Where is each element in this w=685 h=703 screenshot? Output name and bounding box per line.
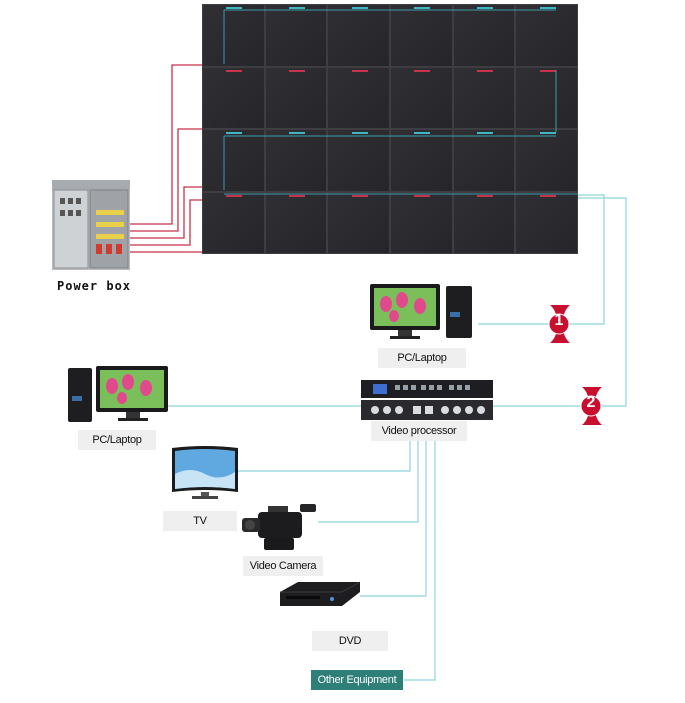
cabinet-marker (476, 7, 493, 9)
video-processor-device (361, 380, 493, 426)
cabinet-marker (351, 132, 368, 134)
led-screen-wall (202, 4, 578, 254)
led-cabinet (515, 129, 578, 192)
led-cabinet (327, 191, 390, 254)
dvd-label: DVD (312, 631, 388, 651)
pc-laptop-top-computer (368, 282, 476, 342)
cabinet-marker (226, 7, 243, 9)
led-cabinet (390, 66, 453, 129)
led-cabinet (264, 129, 328, 192)
led-cabinet (327, 4, 390, 67)
cabinet-marker (539, 194, 556, 197)
screen-internal-wiring (223, 9, 578, 195)
pc-laptop-left-computer (66, 364, 170, 426)
led-cabinet (515, 4, 578, 67)
cabinet-marker (226, 69, 243, 72)
pc-laptop-top-label: PC/Laptop (378, 348, 466, 368)
cabinet-marker (476, 69, 493, 72)
video-camera-device (240, 496, 320, 554)
led-cabinet (264, 4, 328, 67)
led-cabinet (327, 129, 390, 192)
cabinet-marker (351, 194, 368, 197)
cabinet-marker (288, 7, 305, 9)
led-cabinet (452, 191, 516, 254)
led-cabinet (390, 191, 453, 254)
power-box-label: Power box (57, 279, 132, 293)
badge-one-number: 1 (554, 312, 564, 329)
led-cabinet (452, 129, 516, 192)
led-cabinet (202, 129, 265, 192)
cabinet-marker (288, 132, 305, 134)
cabinet-marker (476, 132, 493, 134)
cabinet-marker (414, 7, 431, 9)
dvd-player-device (278, 580, 362, 610)
tv-device (170, 444, 240, 506)
cabinet-marker (414, 69, 431, 72)
video-processor-label: Video processor (371, 421, 467, 441)
led-cabinet (202, 4, 265, 67)
led-cabinet (390, 4, 453, 67)
cabinet-marker (476, 194, 493, 197)
cabinet-marker (539, 69, 556, 72)
led-cabinet (202, 66, 265, 129)
badge-one (546, 303, 572, 345)
power-box-cabinet (52, 180, 130, 270)
led-cabinet (202, 191, 265, 254)
cabinet-marker (414, 132, 431, 134)
power-cables (130, 64, 202, 253)
led-cabinet (452, 66, 516, 129)
led-cabinet (390, 129, 453, 192)
cabinet-marker (351, 69, 368, 72)
pc-laptop-left-label: PC/Laptop (78, 430, 156, 450)
led-cabinet (264, 66, 328, 129)
cabinet-marker (539, 132, 556, 134)
cabinet-marker (288, 194, 305, 197)
cabinet-marker (539, 7, 556, 9)
cabinet-marker (351, 7, 368, 9)
led-cabinet (327, 66, 390, 129)
led-cabinet (515, 66, 578, 129)
cabinet-marker (288, 69, 305, 72)
signal-cables (168, 194, 627, 681)
led-cabinet (264, 191, 328, 254)
other-equipment-label: Other Equipment (311, 670, 403, 690)
badge-two (578, 385, 604, 427)
cabinet-marker (414, 194, 431, 197)
cabinet-marker (226, 194, 243, 197)
led-cabinet (452, 4, 516, 67)
led-cabinet (515, 191, 578, 254)
badge-two-number: 2 (586, 394, 596, 411)
cabinet-marker (226, 132, 243, 134)
video-camera-label: Video Camera (243, 556, 323, 576)
tv-label: TV (163, 511, 237, 531)
